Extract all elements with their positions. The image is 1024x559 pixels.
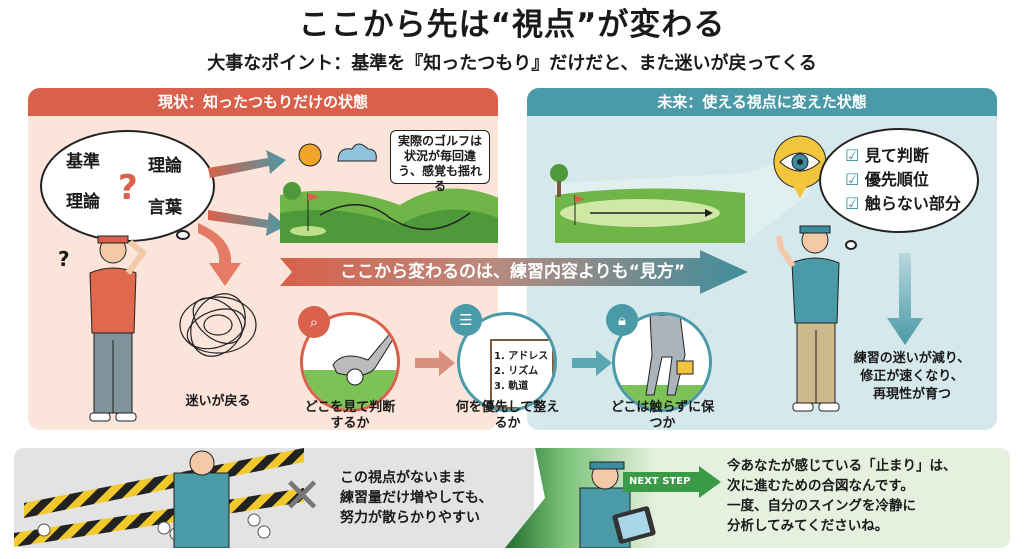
confused-thought-bubble [40,130,215,242]
clear-fairway-illustration [550,153,810,243]
thought-word: 理論 [148,156,182,176]
warning-line: この視点がないまま [340,470,466,486]
clarity-thought-bubble [819,128,979,233]
priority-item: 2. リズム [494,366,539,377]
thought-dot [176,230,190,240]
reality-speech-bubble: 実際のゴルフは状況が毎回違う、感覚も揺れる [390,130,490,193]
confused-golfer-illustration [89,235,148,422]
warning-line: 練習量だけ増やしても、 [340,490,493,506]
golfer-with-tablet-illustration [579,461,656,548]
message-line: 一度、自分のスイングを冷静に [727,498,916,514]
transition-arrow-band [280,250,748,294]
step-label: どこは触らずに保つか [610,400,715,431]
caution-tape-illustration [14,448,304,548]
checklist: ☑ 見て判断 ☑ 優先順位 ☑ 触らない部分 [845,144,961,216]
step-arrow-icon [415,350,455,376]
step-priority-circle: 1. アドレス 2. リズム 3. 軌道 [457,312,557,412]
page-title: ここから先は“視点”が変わる [298,7,726,43]
checklist-item-label: 優先順位 [864,170,929,189]
curved-down-arrow-icon [198,223,241,286]
result-text: 練習の迷いが減り、 修正が速くなり、 再現性が育つ [837,350,987,404]
magnifier-icon: ⌕ [298,306,330,338]
thought-word: 言葉 [148,198,182,218]
thought-word: 基準 [66,152,100,172]
transition-message: ここから変わるのは、練習内容よりも“見方” [340,262,686,282]
step-label: どこを見て判断するか [304,400,396,431]
checklist-item: ☑ 見て判断 [845,144,961,168]
confident-golfer-illustration [776,225,840,412]
page-subtitle: 大事なポイント：基準を『知ったつもり』だけだと、また迷いが戻ってくる [207,53,817,74]
warning-line: 努力が散らかりやすい [340,510,480,526]
step-arrow-icon [572,350,612,376]
message-line: 今あなたが感じている「止まり」は、 [727,458,957,474]
numbered-list-icon: ☰ [450,304,482,336]
checklist-item: ☑ 触らない部分 [845,192,961,216]
lock-icon: 🔒︎ [606,304,638,336]
warning-text: この視点がないまま 練習量だけ増やしても、 努力が散らかりやすい [340,468,492,528]
clipboard: 1. アドレス 2. リズム 3. 軌道 [490,339,554,409]
thought-word: 理論 [66,192,100,212]
warning-banner: ✕ この視点がないまま 練習量だけ増やしても、 努力が散らかりやすい [14,448,534,548]
thought-dot [845,240,857,250]
arrows-to-course-icon [208,150,286,236]
result-line: 修正が速くなり、 [860,369,964,384]
priority-item: 1. アドレス [494,351,549,362]
checklist-item-label: 触らない部分 [864,194,961,213]
result-line: 練習の迷いが減り、 [853,351,971,366]
down-arrow-icon [887,253,923,345]
next-step-message: 今あなたが感じている「止まり」は、 次に進むための合図なんです。 一度、自分のス… [727,456,957,536]
tangle-label: 迷いが戻る [185,394,251,409]
checklist-item-label: 見て判断 [864,146,929,165]
future-state-header: 未来：使える視点に変えた状態 [527,88,997,116]
checklist-item: ☑ 優先順位 [845,168,961,192]
eye-icon [773,135,827,198]
current-state-header: 現状：知ったつもりだけの状態 [28,88,498,116]
step-label: 何を優先して整えるか [455,400,560,431]
tangled-lines-icon [179,293,257,357]
checkbox-checked-icon: ☑ [845,146,860,165]
question-mark-icon: ? [58,247,70,271]
golf-course-illustration [280,143,498,243]
priority-item: 3. 軌道 [494,381,529,392]
checkbox-checked-icon: ☑ [845,170,860,189]
next-step-banner: NEXT STEP 今あなたが感じている「止まり」は、 次に進むための合図なんで… [505,448,1010,548]
cross-icon: ✕ [282,468,323,524]
result-line: 再現性が育つ [872,387,951,402]
next-step-label: NEXT STEP [629,476,691,487]
question-mark-icon: ? [118,168,138,208]
next-step-arrow [623,466,721,498]
message-line: 分析してみてくださいね。 [727,518,889,534]
checkbox-checked-icon: ☑ [845,194,860,213]
message-line: 次に進むための合図なんです。 [727,478,914,494]
